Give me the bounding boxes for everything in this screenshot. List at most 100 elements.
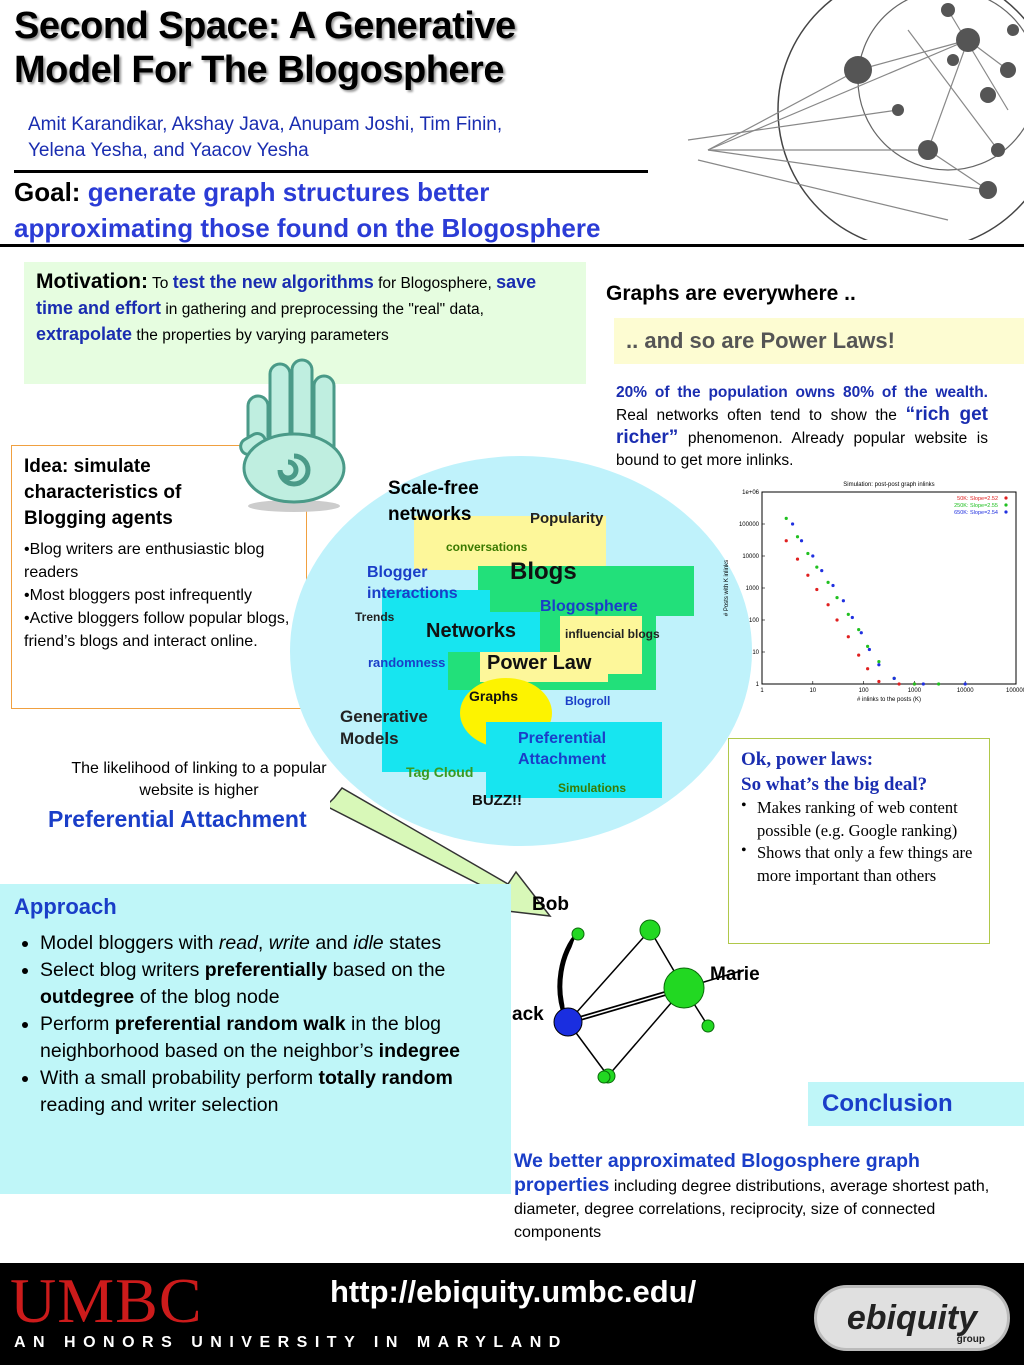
chart-y-tick-label: 100 xyxy=(749,618,760,624)
cloud-buzz: BUZZ!! xyxy=(472,792,522,809)
chart-x-tick-label: 1000 xyxy=(908,688,922,694)
chart-legend-marker xyxy=(1004,510,1008,514)
conclusion-text: We better approximated Blogosphere graph… xyxy=(514,1150,1004,1244)
chart-point xyxy=(857,653,861,657)
chart-legend-entry: 650K: Slope=2.54 xyxy=(954,510,998,516)
approach-item: With a small probability perform totally… xyxy=(40,1065,497,1119)
motivation-t2: for Blogosphere, xyxy=(378,275,492,292)
chart-point xyxy=(835,618,839,622)
title-divider xyxy=(14,170,648,173)
likelihood-text: The likelihood of linking to a popular w… xyxy=(71,760,327,799)
cloud-block xyxy=(414,516,606,570)
motivation-b3: extrapolate xyxy=(36,324,133,344)
chart-point xyxy=(784,516,788,520)
chart-point xyxy=(835,596,839,600)
idea-item: •Blog writers are enthusiastic blog read… xyxy=(24,541,265,581)
wealth-text-1: Real networks often tend to show the xyxy=(616,407,897,424)
chart-point xyxy=(897,682,901,686)
motivation-t1: To xyxy=(152,275,169,292)
authors-line-1: Amit Karandikar, Akshay Java, Anupam Jos… xyxy=(28,114,503,135)
chart-legend-marker xyxy=(1004,503,1008,507)
motivation-box: Motivation: To test the new algorithms f… xyxy=(24,262,586,384)
chart-y-tick-label: 10 xyxy=(752,650,759,656)
chart-y-tick-label: 1 xyxy=(756,682,760,688)
idea-item: •Active bloggers follow popular blogs, f… xyxy=(24,610,290,650)
graphs-everywhere-heading: Graphs are everywhere .. xyxy=(606,282,856,305)
chart-point xyxy=(846,635,850,639)
ebiquity-logo: ebiquity group xyxy=(814,1285,1010,1351)
chart-point xyxy=(811,554,815,558)
conclusion-body: including degree distributions, average … xyxy=(514,1178,990,1241)
chart-point xyxy=(784,539,788,543)
cloud-blogosphere: Blogosphere xyxy=(540,598,638,615)
chart-point xyxy=(841,599,845,603)
chart-point xyxy=(877,660,881,664)
cloud-scale-free: Scale-free networks xyxy=(388,478,479,525)
motivation-b1: test the new algorithms xyxy=(172,272,374,292)
approach-heading: Approach xyxy=(14,894,117,919)
okbox-heading-2: So what’s the big deal? xyxy=(741,774,928,795)
power-laws-box: Ok, power laws: So what’s the big deal? … xyxy=(728,738,990,944)
preferential-attachment-label: Preferential Attachment xyxy=(48,806,307,832)
chart-point xyxy=(846,612,850,616)
cloud-power-law: Power Law xyxy=(487,652,592,674)
node-label-bob: Bob xyxy=(532,894,569,915)
chart-x-tick-label: 10 xyxy=(809,688,816,694)
chart-point xyxy=(831,583,835,588)
poster-title: Second Space: A Generative Model For The… xyxy=(14,4,654,92)
cloud-networks: Networks xyxy=(426,620,517,642)
conclusion-bold: We better approximated Blogosphere graph… xyxy=(514,1150,920,1196)
blog-graph-diagram xyxy=(553,919,745,1084)
power-laws-banner: .. and so are Power Laws! xyxy=(614,318,1024,364)
chart-point xyxy=(937,682,941,686)
chart-point xyxy=(867,647,871,652)
chart-point xyxy=(815,587,819,592)
approach-item: Perform preferential random walk in the … xyxy=(40,1011,497,1065)
idea-heading: Idea: simulate characteristics of Bloggi… xyxy=(24,456,182,529)
cloud-block xyxy=(486,722,662,798)
okbox-item: •Shows that only a few things are more i… xyxy=(741,842,973,885)
cloud-tag-cloud: Tag Cloud xyxy=(406,764,474,780)
rich-get-richer: “rich get richer” xyxy=(616,404,989,448)
idea-item: •Most bloggers post infrequently xyxy=(24,587,252,604)
chart-point xyxy=(790,522,795,526)
goal-text-1: generate graph structures better xyxy=(87,177,490,207)
cloud-block xyxy=(478,566,694,616)
chart-point xyxy=(850,615,854,620)
chart-point xyxy=(857,628,861,632)
chart-y-axis-label: # Posts with K inlinks xyxy=(724,560,730,616)
chart-plot-area xyxy=(761,491,1017,685)
chart-x-tick-label: 100 xyxy=(859,688,870,694)
title-line-2: Model For The Blogosphere xyxy=(14,49,504,91)
chart-point xyxy=(815,565,819,569)
goal-divider xyxy=(0,244,1024,247)
chart-point xyxy=(877,679,881,684)
chart-x-tick-label: 10000 xyxy=(957,688,974,694)
cloud-blogs: Blogs xyxy=(510,558,577,585)
cloud-blogger-interactions: Blogger interactions xyxy=(367,564,458,602)
chart-y-tick-label: 10000 xyxy=(742,554,759,560)
umbc-logo: UMBC xyxy=(10,1265,203,1336)
conclusion-heading: Conclusion xyxy=(808,1082,1024,1126)
chart-x-tick-label: 100000 xyxy=(1006,688,1024,694)
cloud-generative: Generative Models xyxy=(340,707,428,748)
footer-url-link[interactable]: http://ebiquity.umbc.edu/ xyxy=(330,1274,697,1309)
chart-legend-marker xyxy=(1004,496,1008,500)
goal-text-2: approximating those found on the Blogosp… xyxy=(14,213,601,243)
title-line-1: Second Space: A Generative xyxy=(14,5,516,47)
okbox-heading-1: Ok, power laws: xyxy=(741,749,874,770)
motivation-t4: the properties by varying parameters xyxy=(136,327,389,344)
chart-x-tick-label: 1 xyxy=(760,688,764,694)
motivation-b2: save time and effort xyxy=(36,272,537,318)
chart-y-tick-label: 1e+06 xyxy=(742,490,760,496)
chart-point xyxy=(921,682,925,686)
okbox-item: •Makes ranking of web content possible (… xyxy=(741,797,958,840)
chart-y-tick-label: 100000 xyxy=(739,522,760,528)
cloud-block xyxy=(420,612,540,652)
chart-point xyxy=(866,667,870,671)
wealth-text-2: phenomenon. Already popular website is b… xyxy=(616,430,988,469)
chart-point xyxy=(806,551,810,556)
chart-point xyxy=(795,557,800,561)
cloud-influencial: influencial blogs xyxy=(565,627,660,641)
chart-point xyxy=(799,539,804,543)
